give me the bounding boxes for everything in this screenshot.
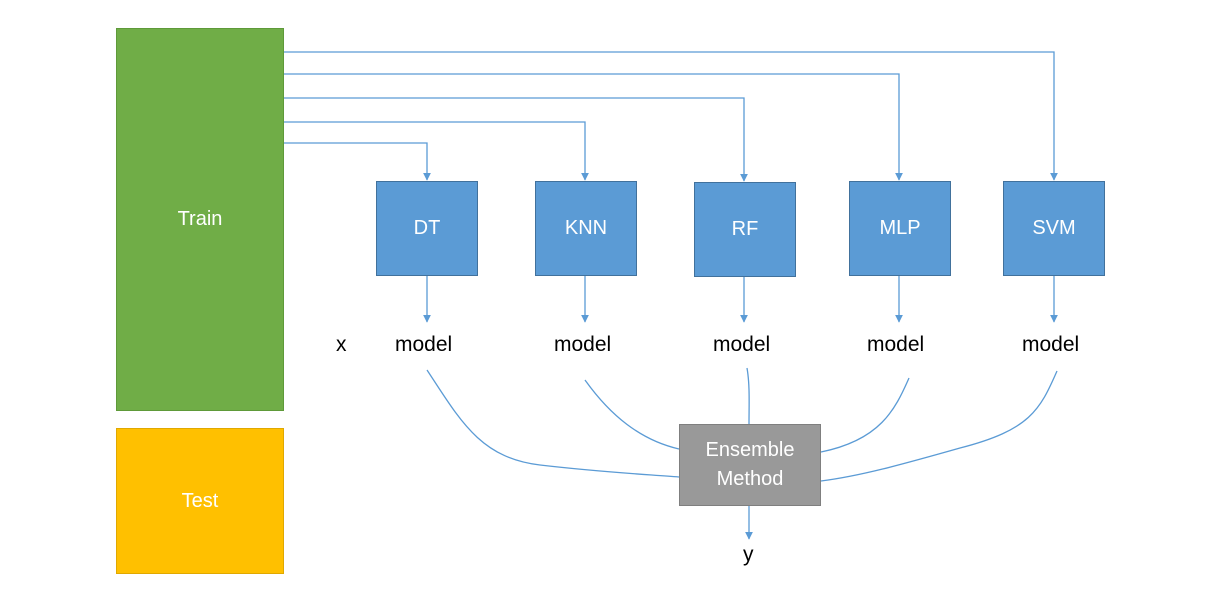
algorithm-box-dt: DT xyxy=(376,181,478,276)
train-to-mlp-arrow xyxy=(284,73,903,181)
algorithm-box-rf: RF xyxy=(694,182,796,277)
algorithm-box-mlp: MLP xyxy=(849,181,951,276)
input-x-label: x xyxy=(336,333,347,356)
ensemble-label-line1: Ensemble xyxy=(705,439,795,461)
algorithm-label: KNN xyxy=(564,217,608,239)
algorithm-label: DT xyxy=(413,217,441,239)
algorithm-label: RF xyxy=(731,218,759,240)
model-label-dt: model xyxy=(395,333,453,356)
algorithm-box-knn: KNN xyxy=(535,181,637,276)
model-label-rf: model xyxy=(713,333,771,356)
test-label: Test xyxy=(181,489,219,512)
ensemble-label-line2: Method xyxy=(716,468,784,490)
test-block: Test xyxy=(116,428,284,574)
model-label-knn: model xyxy=(554,333,612,356)
algorithm-label: MLP xyxy=(879,217,921,239)
svm-model-to-ensemble-curve xyxy=(820,370,1058,482)
model-label-svm: model xyxy=(1022,333,1080,356)
ensemble-method-box: Ensemble Method xyxy=(679,424,821,506)
train-to-svm-arrow xyxy=(284,51,1058,181)
train-label: Train xyxy=(177,208,223,230)
algorithm-box-svm: SVM xyxy=(1003,181,1105,276)
mlp-model-to-ensemble-curve xyxy=(820,377,910,453)
rf-model-to-ensemble-curve xyxy=(746,367,750,425)
train-to-knn-arrow xyxy=(284,121,589,181)
train-to-rf-arrow xyxy=(284,97,748,182)
dt-model-to-ensemble-curve xyxy=(426,369,680,478)
train-block: Train xyxy=(116,28,284,411)
model-label-mlp: model xyxy=(867,333,925,356)
output-y-label: y xyxy=(743,543,754,566)
knn-model-to-ensemble-curve xyxy=(584,379,680,450)
algorithm-label: SVM xyxy=(1032,217,1076,239)
train-to-dt-arrow xyxy=(284,142,431,181)
